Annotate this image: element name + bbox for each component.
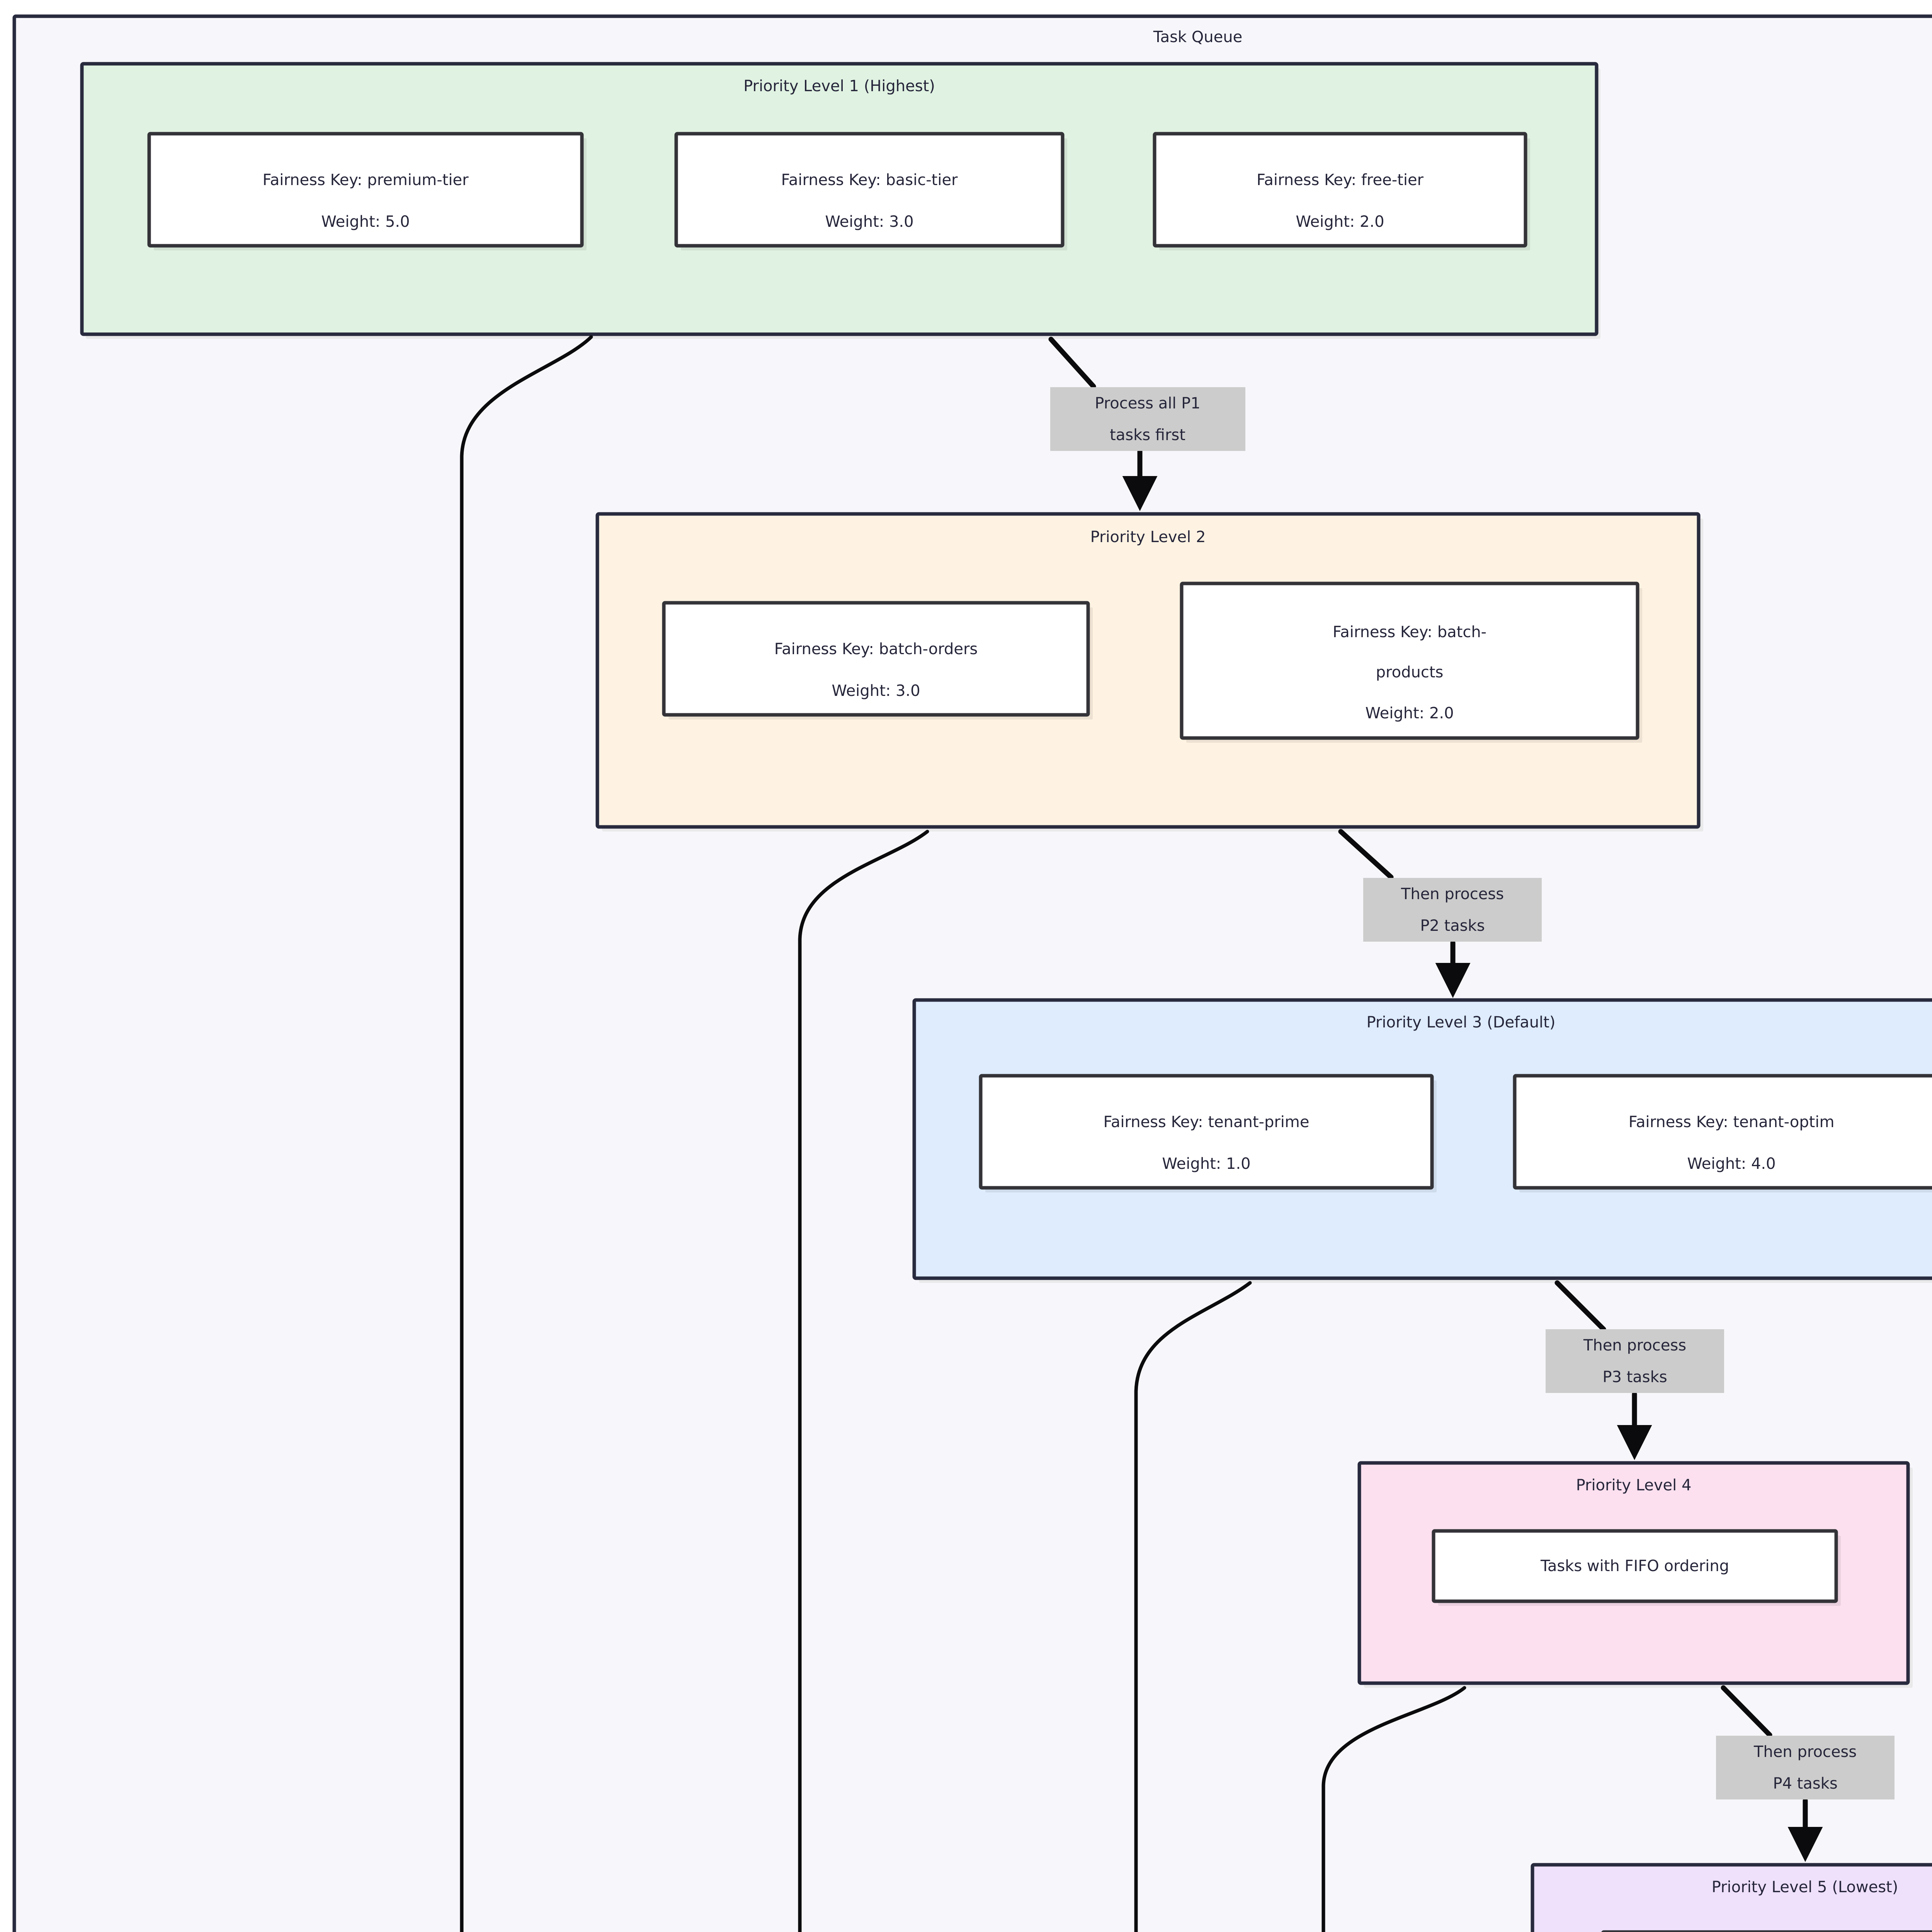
edge-label-line-2: tasks first xyxy=(1110,426,1185,444)
cluster-priority-level-5[interactable]: Priority Level 5 (Lowest) Tasks with FIF… xyxy=(1531,1863,1932,1932)
fairness-key-card-free-tier[interactable]: Fairness Key: free-tier Weight: 2.0 xyxy=(1153,132,1530,250)
card-line-2: Weight: 2.0 xyxy=(1296,213,1384,231)
edge-label-line-1: Then process xyxy=(1583,1337,1686,1354)
edge-label-process-all-p1: Process all P1 tasks first xyxy=(1050,387,1245,451)
edge-label-line-2: P3 tasks xyxy=(1602,1368,1667,1386)
edge-p2-to-p3 xyxy=(1338,829,1471,998)
edge-p4-to-p5 xyxy=(1721,1685,1823,1862)
cluster-priority-level-2[interactable]: Priority Level 2 Fairness Key: batch-ord… xyxy=(595,512,1703,832)
cluster-task-queue: Task Queue xyxy=(12,14,1932,1932)
card-line-1: Fairness Key: tenant-optim xyxy=(1629,1113,1835,1131)
card-line-2: Weight: 4.0 xyxy=(1687,1155,1776,1173)
priority-level-1-title: Priority Level 1 (Highest) xyxy=(743,77,935,95)
card-line-2: Weight: 1.0 xyxy=(1162,1155,1250,1173)
card-line-1: Fairness Key: premium-tier xyxy=(262,171,469,189)
edge-p4-to-workers xyxy=(1321,1686,1466,1932)
priority-level-5-title: Priority Level 5 (Lowest) xyxy=(1712,1878,1898,1896)
edge-label-line-2: P2 tasks xyxy=(1420,917,1485,935)
fairness-key-card-tenant-optim[interactable]: Fairness Key: tenant-optim Weight: 4.0 xyxy=(1513,1074,1932,1192)
cluster-priority-level-3[interactable]: Priority Level 3 (Default) Fairness Key:… xyxy=(912,998,1932,1283)
card-line-1: Tasks with FIFO ordering xyxy=(1540,1557,1729,1575)
cluster-priority-level-1[interactable]: Priority Level 1 (Highest) Fairness Key:… xyxy=(80,62,1600,339)
task-queue-title: Task Queue xyxy=(1153,28,1242,46)
priority-level-5-box[interactable] xyxy=(1531,1863,1932,1932)
edge-p1-to-p2 xyxy=(1048,337,1158,511)
card-line-2: Weight: 3.0 xyxy=(832,682,920,700)
fifo-card-p4[interactable]: Tasks with FIFO ordering xyxy=(1432,1529,1841,1606)
edge-label-line-2: P4 tasks xyxy=(1773,1775,1837,1793)
fairness-key-card-batch-products[interactable]: Fairness Key: batch- products Weight: 2.… xyxy=(1180,582,1642,743)
edge-label-then-process-p3: Then process P3 tasks xyxy=(1546,1329,1724,1393)
card-line-1: Fairness Key: free-tier xyxy=(1257,171,1424,189)
edge-p3-to-workers xyxy=(1134,1281,1252,1932)
fairness-key-card-batch-orders[interactable]: Fairness Key: batch-orders Weight: 3.0 xyxy=(662,601,1093,719)
card-line-1: Fairness Key: batch-orders xyxy=(774,640,978,658)
priority-level-2-title: Priority Level 2 xyxy=(1090,528,1206,546)
fairness-key-card-basic-tier[interactable]: Fairness Key: basic-tier Weight: 3.0 xyxy=(674,132,1067,250)
card-line-3: Weight: 2.0 xyxy=(1365,704,1454,722)
fairness-key-card-tenant-prime[interactable]: Fairness Key: tenant-prime Weight: 1.0 xyxy=(979,1074,1437,1192)
edge-p1-to-workers xyxy=(460,335,593,1932)
cluster-priority-level-4[interactable]: Priority Level 4 Tasks with FIFO orderin… xyxy=(1357,1461,1913,1688)
edge-label-then-process-p4: Then process P4 tasks xyxy=(1716,1736,1895,1799)
edge-p3-to-p4 xyxy=(1554,1280,1652,1460)
edge-label-line-1: Then process xyxy=(1401,885,1504,903)
priority-level-3-title: Priority Level 3 (Default) xyxy=(1367,1014,1556,1031)
card-line-1: Fairness Key: batch- xyxy=(1333,623,1486,641)
edge-label-then-process-p2: Then process P2 tasks xyxy=(1363,878,1542,942)
card-line-1: Fairness Key: basic-tier xyxy=(781,171,958,189)
fairness-key-card-premium-tier[interactable]: Fairness Key: premium-tier Weight: 5.0 xyxy=(147,132,587,250)
card-line-2: Weight: 5.0 xyxy=(321,213,410,231)
card-line-2: products xyxy=(1376,663,1444,681)
task-queue-boundary xyxy=(12,14,1932,1932)
card-line-1: Fairness Key: tenant-prime xyxy=(1103,1113,1309,1131)
edge-label-line-1: Then process xyxy=(1753,1743,1857,1761)
priority-level-4-title: Priority Level 4 xyxy=(1576,1476,1692,1494)
card-line-2: Weight: 3.0 xyxy=(825,213,913,231)
edge-p2-to-workers xyxy=(798,830,929,1932)
edge-label-line-1: Process all P1 xyxy=(1095,395,1200,412)
